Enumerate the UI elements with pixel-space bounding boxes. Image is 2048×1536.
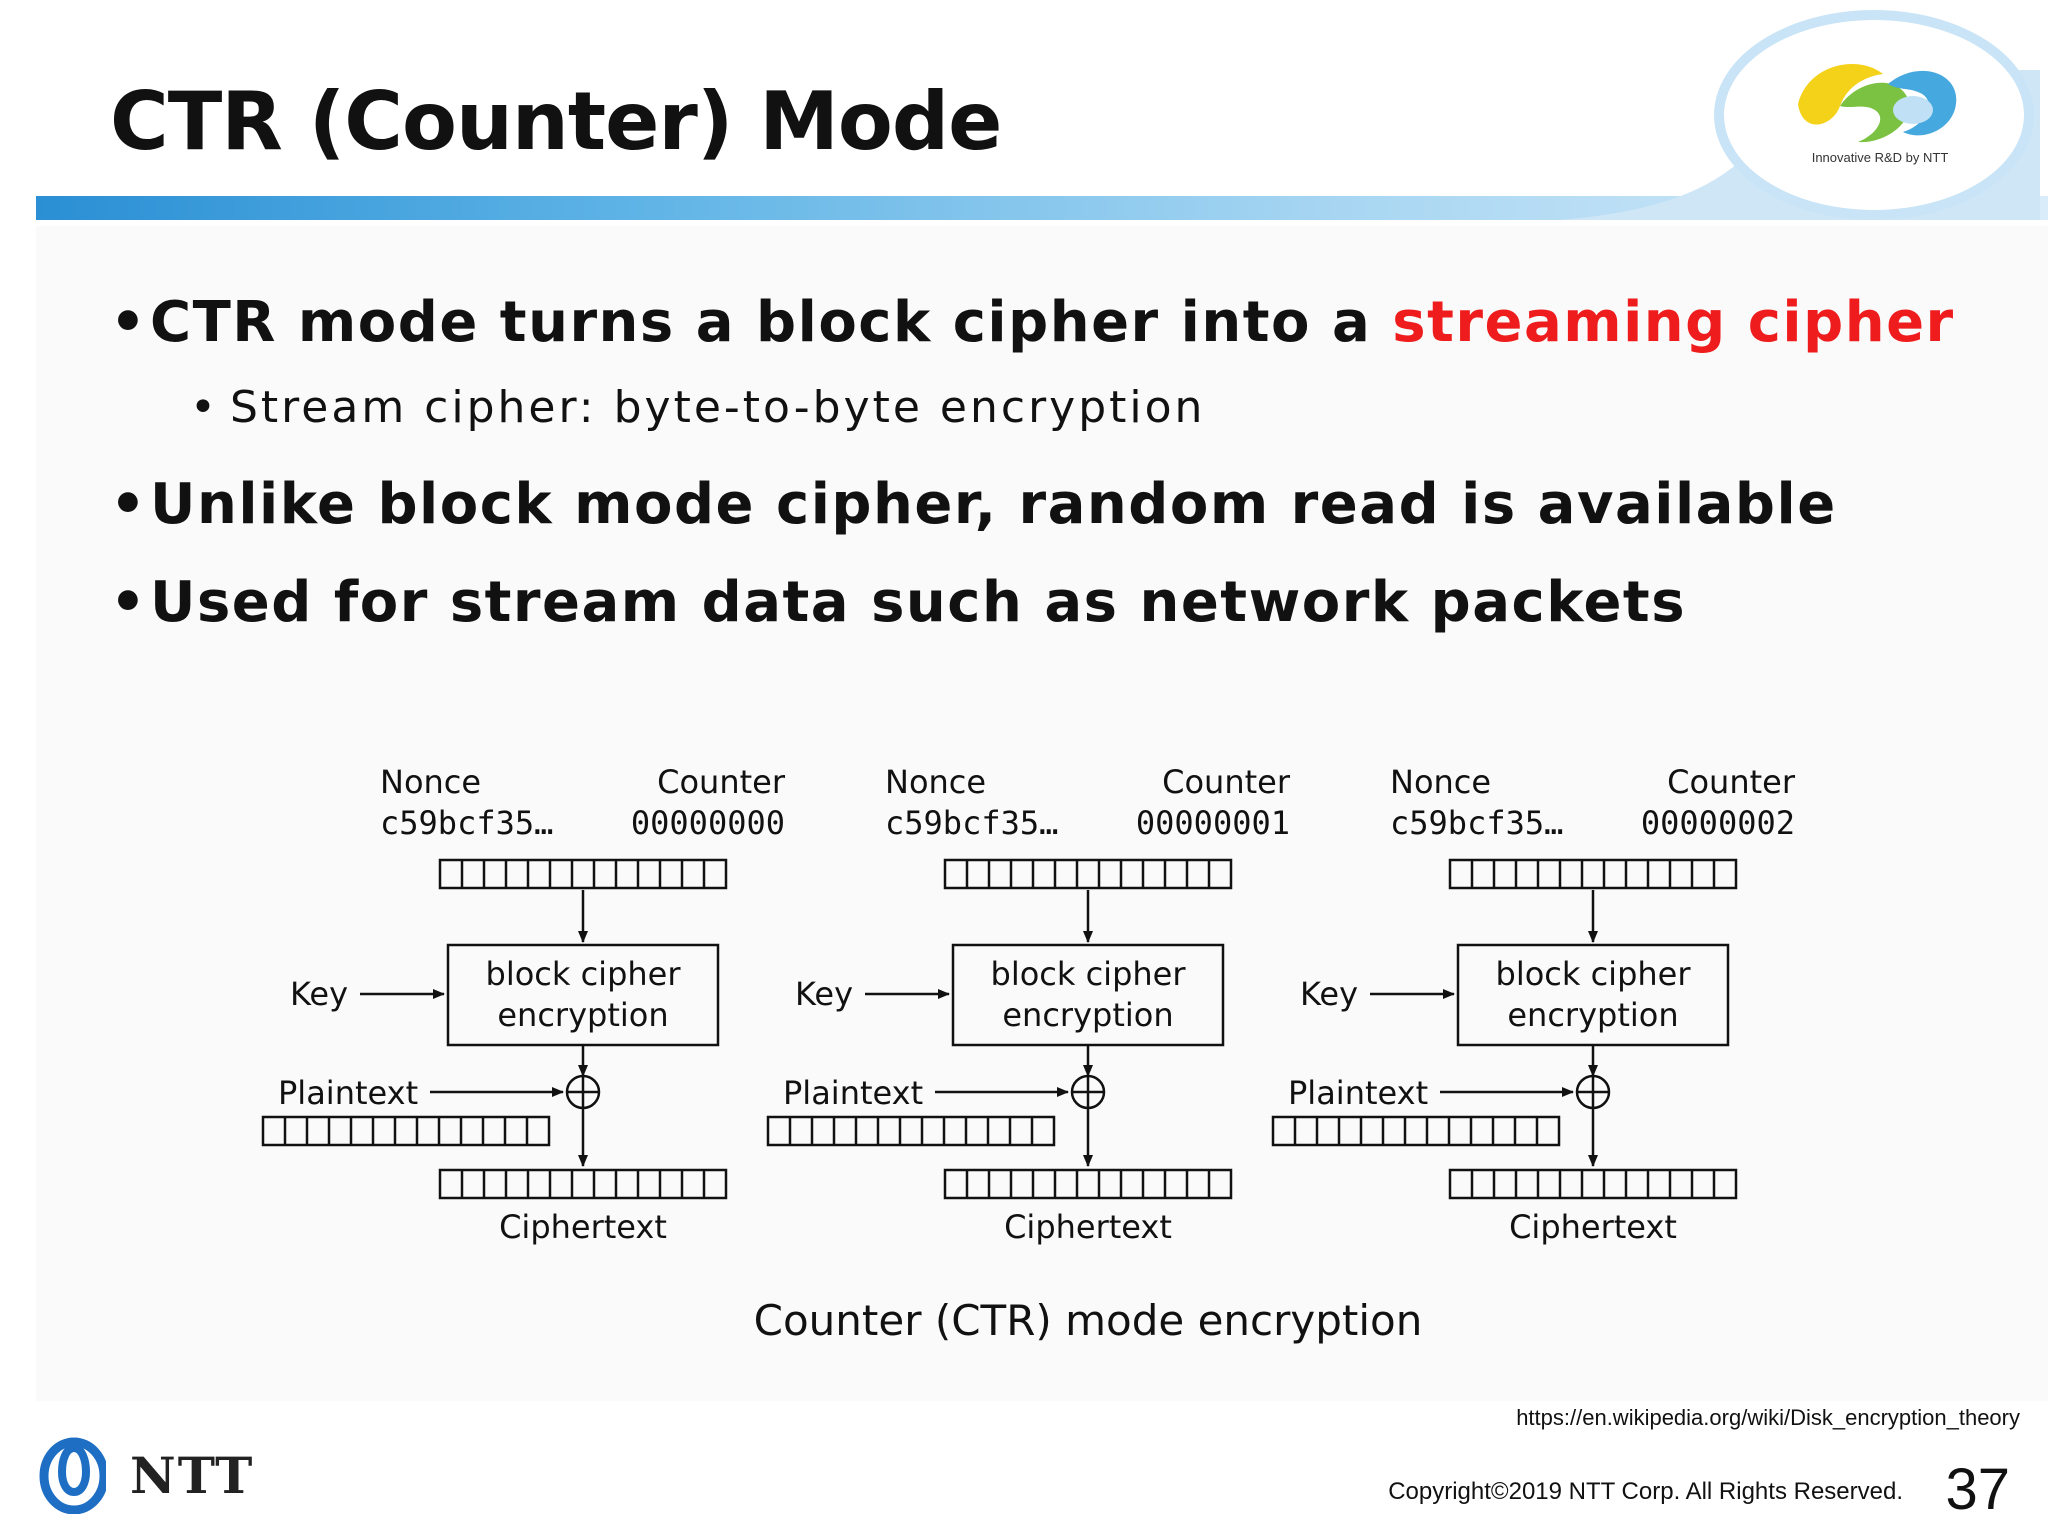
plaintext-label: Plaintext bbox=[1288, 1074, 1428, 1112]
content-panel bbox=[36, 226, 2048, 1401]
nonce-counter-register-outline bbox=[438, 858, 728, 890]
bullet-text: Unlike block mode cipher, random read is… bbox=[150, 472, 1837, 537]
ciphertext-label: Ciphertext bbox=[1004, 1208, 1172, 1246]
ciphertext-register-outline bbox=[1448, 1168, 1738, 1200]
key-label: Key bbox=[290, 975, 348, 1013]
counter-value: 00000000 bbox=[631, 804, 785, 842]
ciphertext-register bbox=[1448, 1168, 1738, 1200]
key-label: Key bbox=[1300, 975, 1358, 1013]
bullet-random-read: •Unlike block mode cipher, random read i… bbox=[110, 472, 1837, 537]
ntt-logo-icon bbox=[39, 1437, 106, 1514]
bullet-text: CTR mode turns a block cipher into a bbox=[150, 290, 1393, 355]
counter-value: 00000001 bbox=[1136, 804, 1290, 842]
key-label: Key bbox=[795, 975, 853, 1013]
ciphertext-label: Ciphertext bbox=[1509, 1208, 1677, 1246]
block-cipher-label: block cipher bbox=[486, 955, 682, 993]
nonce-label: Nonce bbox=[885, 763, 986, 801]
ctr-block-2: Nonce Counter c59bcf35… 00000002 block ciphe… bbox=[1271, 763, 1796, 1246]
encryption-label: encryption bbox=[1002, 996, 1173, 1034]
copyright-notice: Copyright©2019 NTT Corp. All Rights Rese… bbox=[1388, 1478, 1903, 1505]
nonce-value: c59bcf35… bbox=[885, 804, 1058, 842]
logo-caption: Innovative R&D by NTT bbox=[1811, 150, 1949, 165]
plaintext-register-outline bbox=[261, 1115, 551, 1147]
bullet-network-packets: •Used for stream data such as network pa… bbox=[110, 570, 1686, 635]
ctr-block-0: Nonce Counter c59bcf35… 00000000 block ciphe… bbox=[261, 763, 786, 1246]
block-cipher-label: block cipher bbox=[991, 955, 1187, 993]
plaintext-label: Plaintext bbox=[278, 1074, 418, 1112]
diagram-caption: Counter (CTR) mode encryption bbox=[754, 1296, 1423, 1345]
innovative-rd-logo-icon bbox=[1798, 64, 1957, 143]
ciphertext-label: Ciphertext bbox=[499, 1208, 667, 1246]
nonce-counter-register bbox=[943, 858, 1233, 890]
bullet-ctr-streaming: •CTR mode turns a block cipher into a st… bbox=[110, 290, 1955, 355]
block-cipher-label: block cipher bbox=[1496, 955, 1692, 993]
bullet-marker: • bbox=[190, 382, 219, 433]
ciphertext-register-outline bbox=[943, 1168, 1233, 1200]
plaintext-register-outline bbox=[1271, 1115, 1561, 1147]
ciphertext-register bbox=[438, 1168, 728, 1200]
encryption-label: encryption bbox=[497, 996, 668, 1034]
encryption-label: encryption bbox=[1507, 996, 1678, 1034]
counter-label: Counter bbox=[1667, 763, 1796, 801]
ciphertext-register-outline bbox=[438, 1168, 728, 1200]
nonce-value: c59bcf35… bbox=[380, 804, 553, 842]
plaintext-register bbox=[1271, 1115, 1561, 1147]
logo-badge bbox=[1714, 10, 2034, 220]
page-number: 37 bbox=[1945, 1457, 2010, 1522]
bullet-marker: • bbox=[110, 472, 148, 537]
nonce-value: c59bcf35… bbox=[1390, 804, 1563, 842]
plaintext-register bbox=[261, 1115, 551, 1147]
nonce-label: Nonce bbox=[380, 763, 481, 801]
plaintext-label: Plaintext bbox=[783, 1074, 923, 1112]
plaintext-register bbox=[766, 1115, 1056, 1147]
counter-label: Counter bbox=[1162, 763, 1291, 801]
sub-bullet-stream-cipher: •Stream cipher: byte-to-byte encryption bbox=[190, 382, 1205, 433]
nonce-counter-register-outline bbox=[1448, 858, 1738, 890]
source-link[interactable]: https://en.wikipedia.org/wiki/Disk_encry… bbox=[1516, 1405, 2020, 1430]
bullet-marker: • bbox=[110, 290, 148, 355]
slide-title: CTR (Counter) Mode bbox=[110, 75, 1002, 168]
nonce-counter-register bbox=[438, 858, 728, 890]
counter-value: 00000002 bbox=[1641, 804, 1795, 842]
ciphertext-register bbox=[943, 1168, 1233, 1200]
bullet-text: Stream cipher: byte-to-byte encryption bbox=[230, 382, 1206, 433]
nonce-label: Nonce bbox=[1390, 763, 1491, 801]
counter-label: Counter bbox=[657, 763, 786, 801]
plaintext-register-outline bbox=[766, 1115, 1056, 1147]
nonce-counter-register bbox=[1448, 858, 1738, 890]
nonce-counter-register-outline bbox=[943, 858, 1233, 890]
ctr-block-1: Nonce Counter c59bcf35… 00000001 block ciphe… bbox=[766, 763, 1291, 1246]
ntt-wordmark: NTT bbox=[130, 1446, 255, 1505]
highlight-streaming-cipher: streaming cipher bbox=[1392, 290, 1955, 355]
bullet-marker: • bbox=[110, 570, 148, 635]
bullet-text: Used for stream data such as network pac… bbox=[150, 570, 1687, 635]
